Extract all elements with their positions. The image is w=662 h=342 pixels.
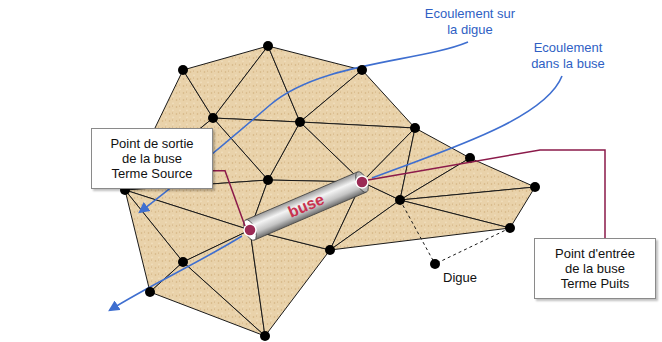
pipe-cylinder	[241, 170, 371, 242]
callout-box: Point de sortie de la buse Terme Source	[91, 128, 213, 189]
pipe-point	[356, 176, 368, 188]
mesh-vertex	[530, 182, 540, 192]
mesh-triangle	[150, 262, 265, 336]
mesh-vertex	[410, 123, 420, 133]
pipe-end	[353, 170, 371, 194]
mesh-vertex	[430, 259, 440, 269]
leader-line	[368, 150, 605, 238]
dike-label: Digue	[430, 270, 490, 286]
mesh-vertex	[208, 113, 218, 123]
callout-text: Point d'entrée de la buse Terme Puits	[549, 246, 641, 291]
leader-line	[213, 171, 245, 226]
callout-text: Point de sortie de la buse Terme Source	[106, 136, 198, 181]
mesh-vertex	[505, 223, 515, 233]
mesh-edge-dashed	[435, 228, 510, 264]
callout-box: Point d'entrée de la buse Terme Puits	[534, 238, 656, 299]
mesh-vertex	[325, 245, 335, 255]
mesh-vertex	[178, 65, 188, 75]
flow-label: Ecoulement dans la buse	[518, 40, 618, 72]
flow-line	[110, 236, 242, 310]
pipe-point	[244, 224, 256, 236]
mesh-vertex	[395, 195, 405, 205]
mesh-vertex	[263, 41, 273, 51]
mesh-vertex	[145, 287, 155, 297]
pipe-label: buse	[275, 185, 338, 226]
mesh-vertex	[178, 257, 188, 267]
mesh-vertex	[295, 117, 305, 127]
mesh-vertex	[260, 331, 270, 341]
mesh-triangle	[330, 200, 510, 250]
mesh-edge-dashed	[400, 200, 435, 264]
flow-label: Ecoulement sur la digue	[420, 6, 520, 38]
pipe-body	[246, 172, 367, 240]
mesh-vertex	[263, 175, 273, 185]
mesh-vertex	[357, 65, 367, 75]
